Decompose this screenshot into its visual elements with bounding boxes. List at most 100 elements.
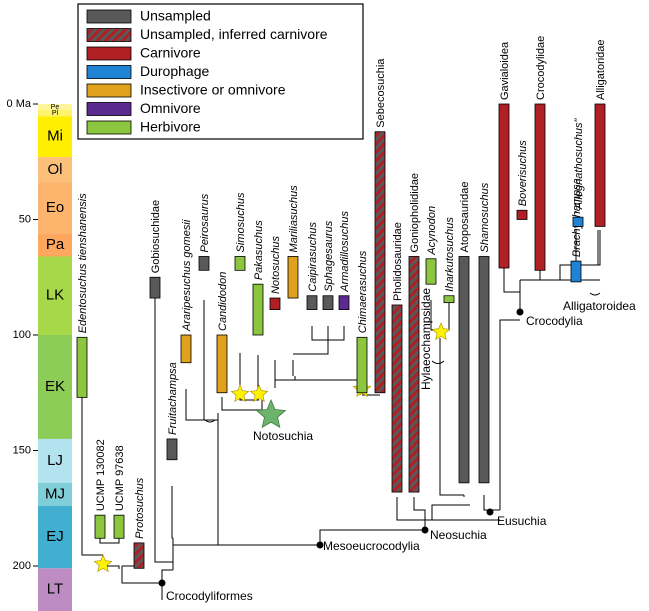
taxon-label: Gavialoidea [499,41,511,100]
taxon-range-bar [234,256,246,271]
taxon-range-bar [180,334,192,364]
taxon-label: Candidodon [217,272,229,331]
taxon-label: Shamosuchus [479,182,491,252]
taxon-label: Sphagesaurus [323,220,335,291]
taxon-label: Peirosaurus [199,193,211,252]
period-band [38,157,72,183]
star-icon [431,322,451,341]
taxon-range-bar [252,283,264,336]
taxon-range-bar [425,258,437,285]
clade-nodes: Crocodyliformes Mesoeucrocodylia Neosuch… [158,288,636,603]
taxon-range-bar [458,256,470,484]
taxon-range-bar [534,103,546,271]
taxon-range-bar [216,334,228,394]
taxon-range-bar [133,542,145,569]
taxon-range-bar [356,336,368,394]
taxon-label: "Allognathosuchus" [573,117,585,213]
time-tick-label: 0 Ma [7,98,32,110]
period-band [38,233,72,257]
taxon-label: Armadillosuchus [339,211,351,293]
legend-label: Carnivore [140,45,201,61]
time-tick-label: 100 [13,329,31,341]
period-band [38,482,72,506]
taxon-range-bar [408,256,420,493]
period-band [38,110,72,117]
period-band [38,104,72,111]
taxon-range-bar [269,297,281,310]
period-label: Eo [46,199,64,216]
period-label: LK [46,287,64,304]
star-icon [249,384,269,403]
period-band [38,116,72,158]
taxon-range-bar [166,438,178,461]
taxon-label: Iharkutosuchus [444,217,456,292]
taxon-label: Edentosuchus tienshanensis [77,193,89,334]
taxon-range-bar [391,304,403,493]
period-band [38,182,72,234]
taxon-label: Protosuchus [134,477,146,539]
taxon-label: Caipirasuchus [307,222,319,292]
taxon-range-bar [594,103,606,227]
taxon-label: Goniopholididae [409,173,421,253]
legend-swatch [86,102,132,116]
period-label: LJ [47,452,63,469]
period-band [38,335,72,439]
clade-label-neosuchia: Neosuchia [430,528,487,542]
taxon-range-bar [443,295,455,304]
period-band [38,568,72,611]
legend-label: Unsampled [140,8,211,24]
period-label: EJ [46,528,64,545]
period-label: LT [47,581,63,598]
taxon-label: UCMP 97638 [114,445,126,511]
clade-label-hylaeochampsidae: Hylaeochampsidae [419,288,433,390]
time-tick-label: 50 [19,213,31,225]
taxon-range-bar [572,216,584,227]
clade-label-crocodylia: Crocodylia [526,314,583,328]
legend-swatch [86,46,132,61]
taxon-label: Acynodon [426,206,438,256]
taxon-label: Pakasuchus [253,220,265,280]
clade-label-alligatoroidea: Alligatoroidea [563,299,636,313]
time-tick-label: 150 [13,444,31,456]
taxon-range-bar [287,256,299,299]
taxon-label: Fruitachampsa [167,362,179,435]
clade-label-notosuchia: Notosuchia [253,429,313,443]
period-band [38,256,72,335]
clade-label-crocodyliformes: Crocodyliformes [166,589,253,603]
taxon-label: Mariliasuchus [288,185,300,253]
taxon-range-bar [149,276,161,299]
legend-label: Unsampled, inferred carnivore [140,26,328,42]
taxon-label: Notosuchus [270,235,282,294]
taxon-range-bar [198,256,210,271]
period-band [38,438,72,483]
taxon-range-bar [94,514,106,539]
taxon-label: Chimaerasuchus [357,250,369,333]
taxon-range-bar [76,336,88,398]
period-band [38,505,72,569]
taxon-label: Gobiosuchidae [150,200,162,273]
taxon-range-bar [338,295,350,310]
legend-label: Omnivore [140,100,201,116]
clade-label-eusuchia: Eusuchia [497,514,547,528]
star-icon [230,384,250,403]
large-star-icon [255,398,287,429]
taxon-range-bar [374,131,386,394]
taxon-range-bar [498,103,510,269]
period-label: Mi [47,128,63,145]
legend-swatch [86,65,132,79]
legend-label: Insectivore or omnivore [140,82,286,98]
taxon-range-bar [113,514,125,539]
time-tick-label: 200 [13,560,31,572]
taxon-range-bar [306,295,318,310]
period-label: Pe [51,104,60,111]
taxon-label: Crocodylidae [535,36,547,100]
taxon-range-bar [570,260,582,283]
taxon-label: UCMP 130082 [95,439,107,511]
legend-swatch [86,83,132,98]
legend-swatch [86,120,132,135]
taxon-range-bar [322,295,334,310]
taxon-label: Alligatoridae [595,39,607,100]
